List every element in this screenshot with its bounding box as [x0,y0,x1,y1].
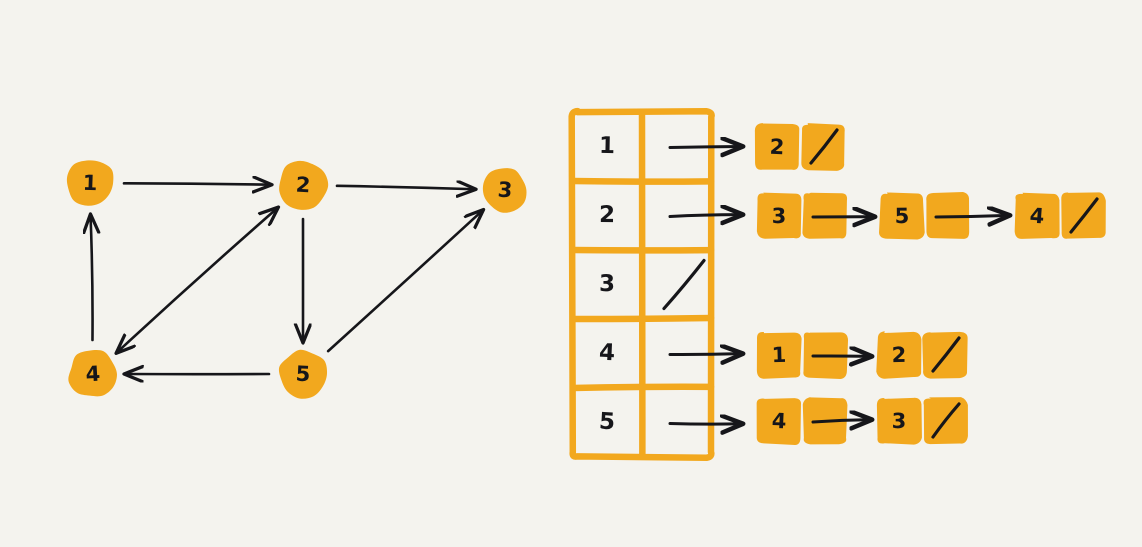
list-node-value-5-2: 3 [892,409,907,433]
adjacency-table-row-2[interactable]: 2 [599,202,742,228]
table-key-4: 4 [598,340,615,367]
adjacency-table-row-1[interactable]: 1 [599,133,742,159]
chain-row-2: 3 5 4 [756,191,1106,240]
edge-1-to-2 [122,183,271,184]
node-circle-3 [482,168,527,213]
graph-node-1[interactable]: 1 [66,160,114,206]
edge-5-to-3 [326,210,483,353]
table-key-2: 2 [599,202,615,228]
node-circle-4 [68,350,117,397]
list-node-data-cell [756,192,802,239]
list-node-data-cell [756,331,802,379]
head-pointer-arrow-row-4 [668,354,742,355]
list-node-value-5-1: 4 [771,409,787,434]
node-label-4: 4 [85,362,101,387]
list-node-next-arrow [811,420,871,422]
edge-4-to-1 [91,215,93,342]
node-label-5: 5 [295,362,311,387]
head-pointer-arrow-row-1 [668,146,742,147]
adjacency-table-row-divider [569,383,715,392]
graph-node-5[interactable]: 5 [278,349,328,399]
node-label-2: 2 [295,173,311,198]
head-pointer-arrow-row-5 [668,424,742,425]
node-label-1: 1 [82,171,97,195]
node-circle-5 [278,349,328,399]
list-node-null-slash [931,336,961,373]
list-node-value-1-1: 2 [769,135,785,160]
adjacency-table-row-divider [569,314,715,323]
graph-edges [91,183,483,374]
list-node-null-slash [931,402,961,439]
list-node-data-cell [876,397,922,445]
graph-node-2[interactable]: 2 [279,160,329,210]
node-circle-1 [66,160,114,206]
list-node-value-2-2: 5 [895,204,910,228]
adjacency-table-row-divider [569,177,715,185]
list-node-2-3[interactable]: 4 [1014,192,1106,239]
list-node-4-1[interactable]: 1 [756,331,871,379]
adjacency-table-row-4[interactable]: 4 [598,340,742,367]
list-node-value-4-2: 2 [891,343,906,367]
list-node-next-arrow [934,215,1009,217]
table-key-3: 3 [599,271,615,297]
graph-node-4[interactable]: 4 [68,350,117,397]
list-node-1-1[interactable]: 2 [754,122,845,171]
adjacency-table-row-5[interactable]: 5 [598,409,742,436]
list-node-data-cell [876,331,922,379]
list-node-data-cell [879,192,925,240]
list-node-5-1[interactable]: 4 [756,397,871,446]
node-label-3: 3 [497,178,513,203]
node-circle-2 [279,160,329,210]
adjacency-table: 1 2 3 4 5 [568,107,742,461]
table-key-5: 5 [598,409,616,436]
list-node-value-2-3: 4 [1029,204,1045,229]
list-node-null-slash [1069,197,1099,234]
list-node-5-2[interactable]: 3 [876,397,968,445]
head-pointer-arrow-row-2 [668,215,742,217]
list-node-2-1[interactable]: 3 [756,192,874,239]
list-node-null-slash [809,128,839,165]
edge-2-to-4-bidirectional [117,208,278,353]
graph-node-3[interactable]: 3 [482,168,527,213]
edge-2-to-3 [335,186,475,189]
list-node-4-2[interactable]: 2 [876,331,968,379]
list-node-data-cell [756,398,802,446]
list-node-data-cell [1014,192,1060,239]
list-node-value-4-1: 1 [771,343,786,367]
null-slash-row-3 [662,258,706,311]
list-node-2-2[interactable]: 5 [879,191,1009,240]
list-node-value-2-1: 3 [772,204,787,228]
chain-row-1: 2 [754,122,845,171]
table-key-1: 1 [599,133,616,159]
graph-nodes: 1 2 3 4 5 [66,160,527,399]
adjacency-table-row-3[interactable]: 3 [599,258,706,311]
list-node-data-cell [754,122,800,170]
